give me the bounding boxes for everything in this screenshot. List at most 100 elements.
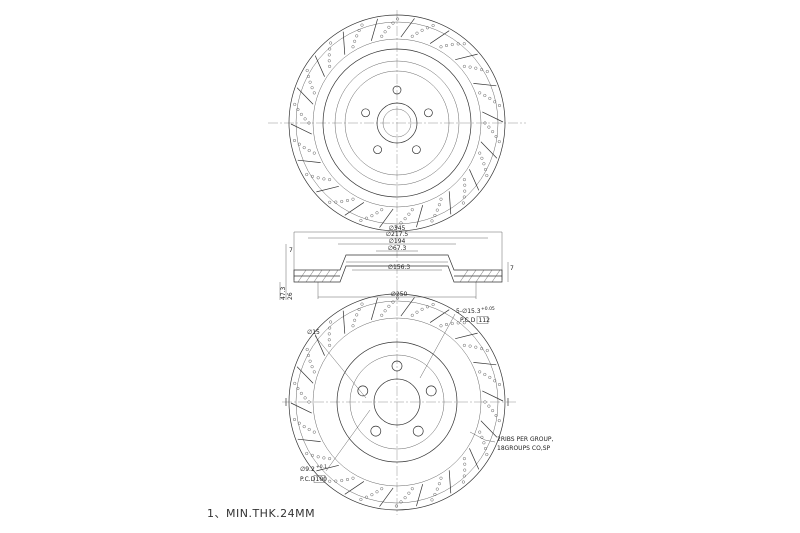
dim-d156: ∅156.3 [388, 264, 411, 271]
drill-hole [345, 477, 350, 482]
drill-hole [485, 69, 489, 74]
bottom-slot-grooves [290, 297, 504, 507]
bolt-hole [361, 108, 370, 118]
top-bolt-holes [361, 85, 433, 155]
drill-hole [383, 309, 387, 313]
drill-hole [430, 498, 434, 502]
drill-hole [439, 476, 443, 480]
drill-hole [327, 332, 331, 336]
drill-hole [312, 91, 316, 95]
drill-hole [450, 321, 454, 326]
drill-hole [456, 321, 460, 325]
drill-hole [410, 34, 414, 38]
drill-hole [328, 343, 332, 347]
slot-groove [482, 390, 504, 402]
drill-hole [297, 421, 301, 425]
drill-hole [478, 370, 482, 374]
note-ribs-line2: 18GROUPS CO,SP [497, 445, 551, 452]
drill-hole [482, 162, 486, 166]
drill-hole [485, 348, 489, 353]
drill-hole [474, 66, 478, 70]
drill-hole [497, 103, 502, 108]
drill-hole [310, 453, 314, 457]
drill-hole [383, 30, 387, 34]
drill-hole [394, 225, 398, 229]
drill-hole [410, 208, 414, 212]
drill-hole [334, 479, 338, 483]
drill-hole [480, 68, 484, 72]
drill-hole [491, 130, 495, 134]
slot-groove [344, 481, 365, 495]
dim-bolt-holes-tol: +0.05 [481, 306, 495, 312]
drill-hole [296, 386, 300, 391]
drill-hole [407, 491, 411, 495]
drill-hole [461, 201, 465, 205]
slot-groove [400, 297, 415, 317]
bolt-hole [370, 425, 382, 437]
drill-hole [444, 43, 449, 48]
drill-hole [462, 457, 466, 461]
slot-groove [416, 205, 424, 228]
drill-hole [359, 218, 363, 223]
drill-hole [306, 74, 311, 79]
drill-hole [327, 53, 331, 57]
slot-groove [370, 18, 378, 41]
drill-hole [307, 121, 311, 125]
drill-hole [305, 451, 309, 456]
drill-hole [387, 25, 391, 29]
dim-h1: 7 [289, 247, 293, 254]
drill-hole [328, 178, 332, 182]
drill-hole [310, 365, 314, 369]
drill-hole [435, 487, 439, 491]
slot-groove [296, 87, 314, 105]
drill-hole [322, 177, 326, 181]
drill-hole [305, 347, 309, 352]
drill-hole [307, 400, 311, 404]
drill-hole [456, 42, 460, 46]
drill-hole [299, 112, 303, 116]
drill-hole [480, 347, 484, 351]
drill-hole [491, 409, 495, 413]
dim-d250: ∅250 [391, 291, 408, 298]
drill-hole [497, 382, 502, 387]
slot-groove [342, 31, 346, 55]
dim-d15: ∅15 [307, 329, 320, 336]
drill-hole [307, 148, 311, 153]
drill-hole [351, 45, 355, 49]
drill-hole [463, 462, 467, 466]
drill-hole [357, 28, 361, 33]
drill-hole [468, 344, 472, 348]
bolt-hole [357, 385, 369, 397]
drill-hole [353, 39, 357, 43]
drill-hole [306, 353, 311, 358]
drill-hole [485, 173, 489, 178]
drill-hole [437, 482, 441, 486]
dim-d9-tol: +0.1 [316, 464, 327, 470]
slot-groove [290, 123, 312, 135]
drill-hole [483, 121, 487, 125]
slot-groove [429, 309, 450, 323]
drill-hole [328, 64, 332, 68]
drill-hole [463, 468, 467, 472]
slot-groove [379, 208, 394, 228]
drill-hole [439, 324, 443, 328]
drill-hole [375, 490, 379, 494]
drill-hole [302, 146, 306, 150]
slot-groove [473, 362, 497, 366]
drill-hole [415, 31, 419, 35]
drill-hole [328, 479, 332, 483]
drill-hole [483, 372, 487, 377]
drill-hole [391, 300, 395, 304]
slot-groove [344, 202, 365, 216]
slot-groove [469, 448, 480, 470]
slot-groove [482, 111, 504, 123]
drill-hole [399, 221, 403, 225]
drill-hole [316, 455, 320, 459]
drill-hole [292, 417, 297, 422]
drill-hole [433, 213, 437, 218]
slot-groove [480, 141, 498, 159]
slot-groove [416, 484, 424, 507]
dim-d194: ∅194 [389, 238, 406, 245]
top-drill-holes [292, 17, 502, 229]
